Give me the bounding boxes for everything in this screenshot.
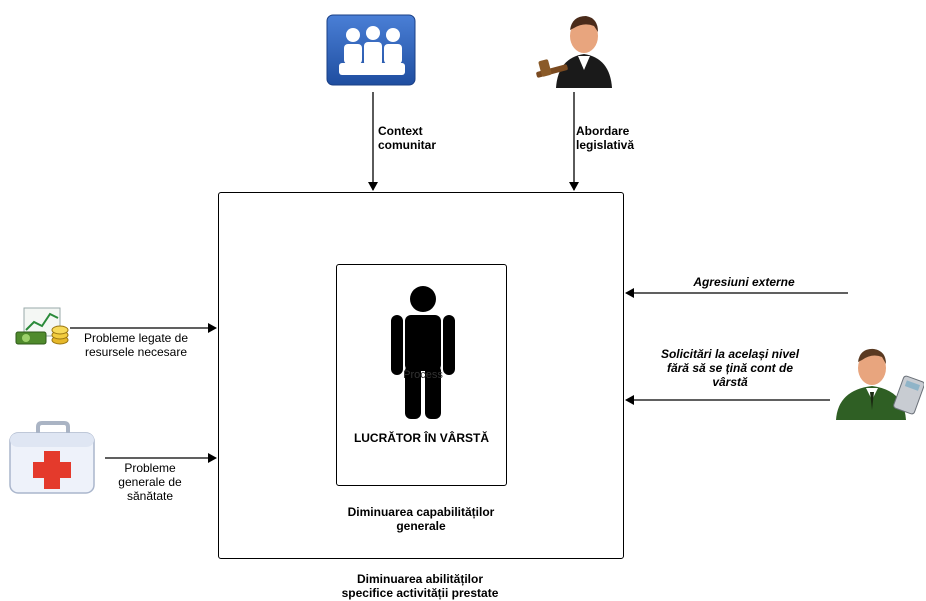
- bottom-output-label: Diminuarea abilităților specifice activi…: [300, 572, 540, 600]
- legislative-line2: legislativă: [576, 138, 635, 152]
- bottom-output-line1: Diminuarea abilităților: [356, 572, 484, 586]
- judge-gavel-icon: [530, 10, 616, 90]
- demands-line3: vârstă: [712, 375, 748, 389]
- context-line2: comunitar: [378, 138, 437, 152]
- context-label: Context comunitar: [378, 124, 458, 152]
- legislative-label: Abordare legislativă: [576, 124, 666, 152]
- resources-line1: Probleme legate de: [83, 331, 189, 345]
- health-line2: generale de: [118, 475, 182, 489]
- businessman-calculator-icon: [832, 344, 925, 420]
- resources-line2: resursele necesare: [84, 345, 188, 359]
- inner-output-line2: generale: [396, 519, 446, 533]
- demands-line1: Solicitări la același nivel: [660, 347, 800, 361]
- health-label: Probleme generale de sănătate: [100, 461, 200, 503]
- person-silhouette-icon: [387, 285, 459, 420]
- first-aid-kit-icon: [8, 421, 98, 497]
- health-line1: Probleme: [124, 461, 176, 475]
- inner-output-line1: Diminuarea capabilităților: [347, 505, 495, 519]
- legislative-line1: Abordare: [576, 124, 630, 138]
- aggression-label: Agresiuni externe: [693, 275, 795, 289]
- bottom-output-line2: specifice activității prestate: [341, 586, 499, 600]
- money-chart-icon: [14, 306, 70, 348]
- health-line3: sănătate: [126, 489, 174, 503]
- context-line1: Context: [378, 124, 423, 138]
- inner-output-label: Diminuarea capabilităților generale: [318, 505, 524, 533]
- community-people-icon: [325, 13, 419, 89]
- resources-label: Probleme legate de resursele necesare: [66, 331, 206, 359]
- process-text: Process: [403, 369, 443, 381]
- system-outer-box: [218, 192, 624, 559]
- demands-label: Solicitări la același nivel fără să se ț…: [640, 347, 820, 389]
- worker-label: LUCRĂTOR ÎN VÂRSTĂ: [353, 431, 490, 445]
- process-inner-box: [336, 264, 507, 486]
- demands-line2: fără să se țină cont de: [666, 361, 794, 375]
